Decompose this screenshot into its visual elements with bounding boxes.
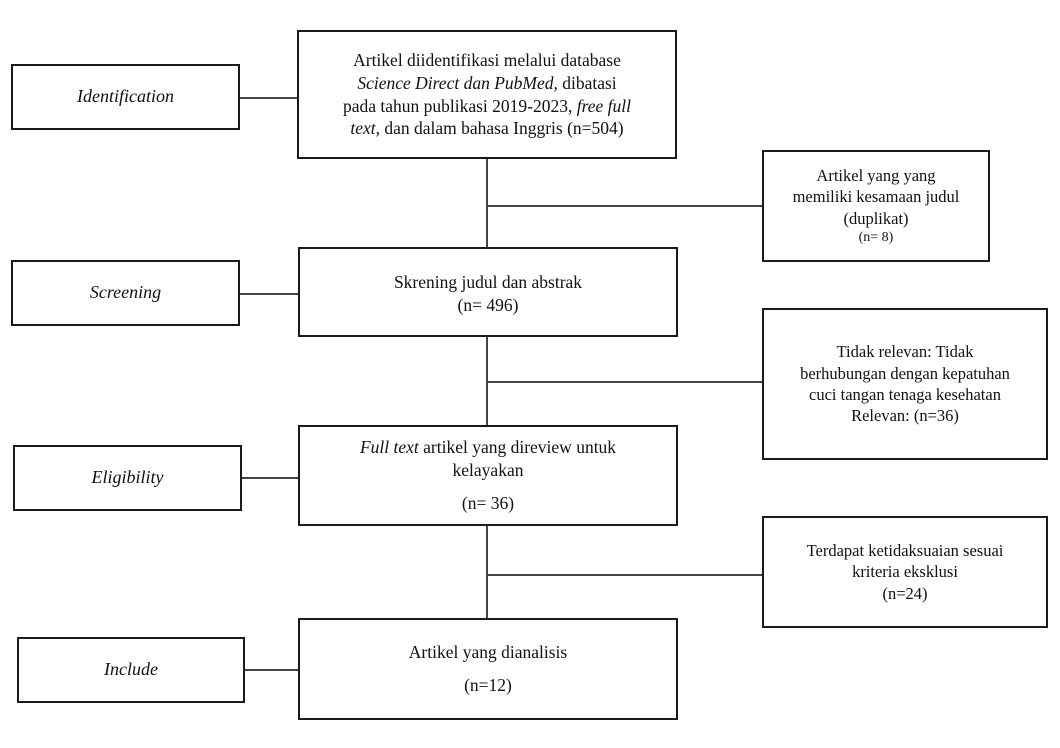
eligibility-count: (n= 36) <box>461 492 515 513</box>
exclusion-box: Terdapat ketidaksuaian sesuai kriteria e… <box>762 516 1048 628</box>
text-label: text, <box>350 118 380 139</box>
relevant-count: Relevan: (n=36) <box>851 406 959 426</box>
branch-exclusion <box>486 574 763 576</box>
identification-line2-rest: dibatasi <box>557 72 617 93</box>
connector-identification <box>240 97 298 99</box>
stage-eligibility-label: Eligibility <box>91 467 164 488</box>
branch-duplicates <box>486 205 763 207</box>
stage-identification-label: Identification <box>77 86 174 107</box>
identification-box: Artikel diidentifikasi melalui database … <box>297 30 677 159</box>
identification-count: dan dalam bahasa Inggris (n=504) <box>380 118 624 139</box>
eligibility-line1-rest: artikel yang direview untuk <box>418 437 617 458</box>
include-count: (n=12) <box>464 675 512 695</box>
flow-line-1 <box>486 159 488 247</box>
stage-eligibility: Eligibility <box>13 445 242 511</box>
include-title: Artikel yang dianalisis <box>408 642 568 663</box>
connector-eligibility <box>242 477 299 479</box>
screening-count: (n= 496) <box>457 294 519 315</box>
screening-title: Skrening judul dan abstrak <box>393 272 583 292</box>
include-box: Artikel yang dianalisis (n=12) <box>298 618 678 720</box>
duplicates-box: Artikel yang yang memiliki kesamaan judu… <box>762 150 990 262</box>
flow-line-3 <box>486 526 488 618</box>
stage-identification: Identification <box>11 64 240 130</box>
identification-line2: Science Direct dan PubMed, dibatasi <box>357 72 616 95</box>
free-full-label: free full <box>576 95 632 116</box>
stage-screening: Screening <box>11 260 240 326</box>
stage-include-label: Include <box>104 659 158 680</box>
database-names: Science Direct dan PubMed, <box>357 72 558 93</box>
exclusion-line2: kriteria eksklusi <box>852 562 958 582</box>
identification-years: pada tahun publikasi 2019-2023, <box>342 95 577 116</box>
irrelevant-line3: cuci tangan tenaga kesehatan <box>809 385 1001 404</box>
full-text-label: Full text <box>359 437 419 458</box>
exclusion-line1: Terdapat ketidaksuaian sesuai <box>806 540 1004 560</box>
connector-screening <box>240 293 299 295</box>
duplicates-line1: Artikel yang yang <box>816 165 936 185</box>
connector-include <box>245 669 299 671</box>
duplicates-line2: memiliki kesamaan judul <box>792 187 960 207</box>
irrelevant-box: Tidak relevan: Tidak berhubungan dengan … <box>762 308 1048 460</box>
exclusion-count: (n=24) <box>882 583 928 603</box>
eligibility-line1: Full text artikel yang direview untuk <box>360 436 616 459</box>
eligibility-line2: kelayakan <box>452 460 524 481</box>
screening-box: Skrening judul dan abstrak (n= 496) <box>298 247 678 337</box>
stage-screening-label: Screening <box>89 282 162 303</box>
irrelevant-line1: Tidak relevan: Tidak <box>836 342 974 362</box>
identification-line4: text, dan dalam bahasa Inggris (n=504) <box>350 117 623 140</box>
duplicates-count: (n= 8) <box>858 230 894 246</box>
eligibility-box: Full text artikel yang direview untuk ke… <box>298 425 678 526</box>
identification-line1: Artikel diidentifikasi melalui database <box>353 50 621 70</box>
irrelevant-line2: berhubungan dengan kepatuhan <box>800 363 1010 383</box>
identification-line3: pada tahun publikasi 2019-2023, free ful… <box>343 95 631 118</box>
duplicates-line3: (duplikat) <box>843 208 909 228</box>
branch-irrelevant <box>486 381 763 383</box>
stage-include: Include <box>17 637 245 703</box>
